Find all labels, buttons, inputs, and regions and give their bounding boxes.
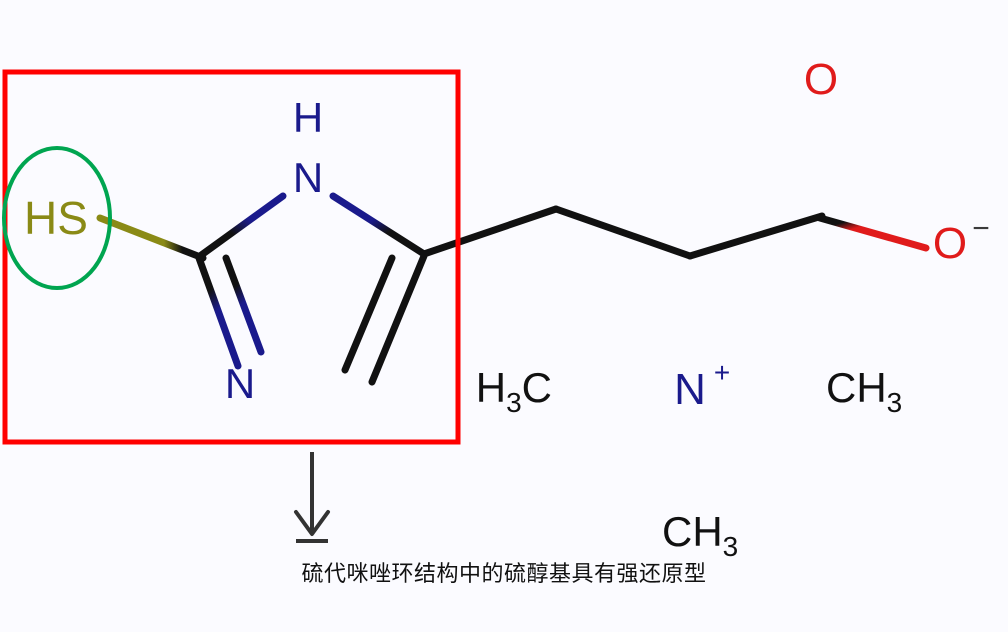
- carbonyl-oxygen-label: O: [804, 55, 838, 104]
- bond-c-o-minus: [816, 214, 930, 252]
- green-highlight-ellipse: [2, 146, 112, 290]
- bond-c2-n3-outer: [195, 254, 242, 370]
- bond-c5-c4-inner: [341, 254, 396, 374]
- imidazole-ring-bonds: [96, 192, 428, 386]
- methyl-left-label: H3C: [476, 364, 552, 418]
- ring-nitrogen-label: N: [225, 360, 255, 407]
- figure-caption: 硫代咪唑环结构中的硫醇基具有强还原型: [301, 561, 707, 586]
- bond-n1-c4: [329, 192, 428, 258]
- bond-sulfur-c2: [96, 214, 207, 262]
- carboxylate-negative-charge-label: −: [972, 212, 990, 245]
- bond-c4-cb: [420, 205, 560, 258]
- methyl-right-label: CH3: [826, 364, 902, 418]
- side-chain-bonds: [420, 205, 826, 370]
- annotation-layer: [2, 69, 461, 543]
- ammonium-bonds: [574, 384, 816, 504]
- atom-labels: HS H N N O O − H3C N + CH3 CH3: [24, 55, 990, 562]
- red-highlight-rectangle: [2, 69, 461, 445]
- ammonium-nitrogen-label: N: [674, 365, 706, 414]
- ammonium-positive-charge-label: +: [714, 357, 730, 388]
- carboxylate-oxygen-label: O: [933, 219, 967, 268]
- annotation-arrow-head: [294, 510, 330, 536]
- ring-nh-nitrogen-label: N: [293, 154, 323, 201]
- bond-c2-n3-inner: [222, 254, 265, 356]
- thiol-label: HS: [24, 192, 88, 244]
- ring-nh-hydrogen-label: H: [293, 94, 323, 141]
- carboxylate-bonds: [806, 103, 930, 252]
- bond-cb-ca: [552, 205, 694, 260]
- methyl-bottom-label: CH3: [662, 508, 738, 562]
- bond-c2-n1: [196, 192, 287, 260]
- bond-c5-c4-outer: [368, 252, 428, 386]
- bond-ca-carboxyl: [686, 212, 826, 260]
